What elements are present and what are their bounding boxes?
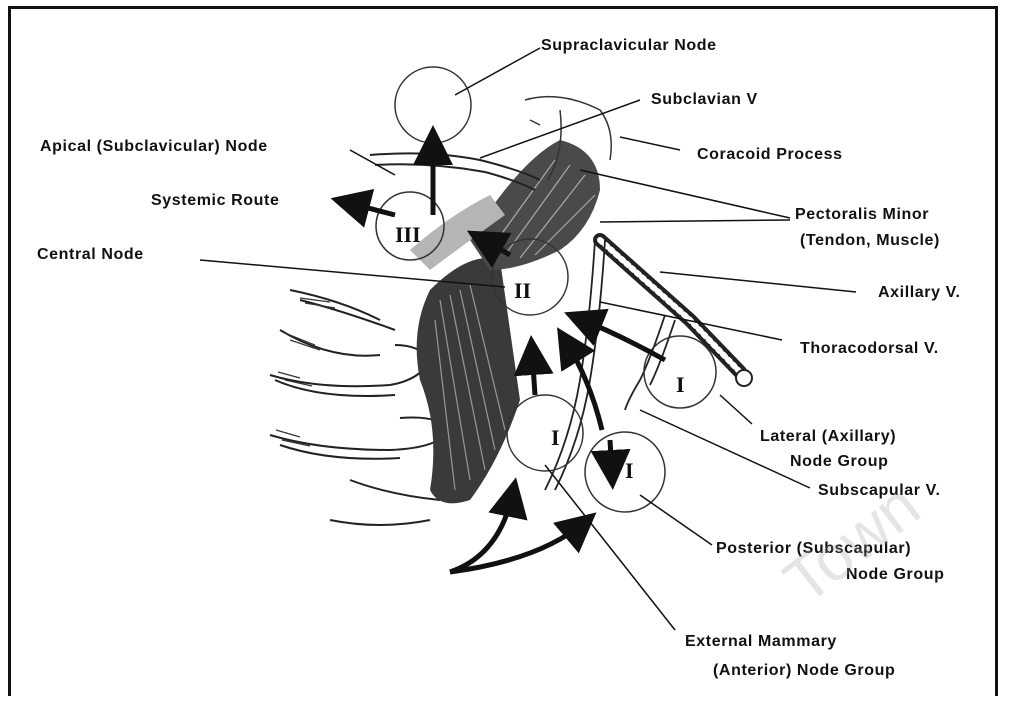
level-2-numeral: II (514, 278, 531, 303)
arrow-systemic-route (345, 202, 395, 215)
chest-wall-shading (276, 298, 335, 446)
label-coracoid-process: Coracoid Process (697, 144, 843, 166)
label-external-mammary-1: External Mammary (685, 631, 837, 653)
arrow-posterior-pointer (610, 440, 612, 475)
label-subclavian-v: Subclavian V (651, 89, 758, 111)
label-systemic-route: Systemic Route (151, 190, 279, 212)
label-axillary-v: Axillary V. (878, 282, 961, 304)
label-thoracodorsal-v: Thoracodorsal V. (800, 338, 939, 360)
label-lateral-node-1: Lateral (Axillary) (760, 426, 896, 448)
label-lateral-node-2: Node Group (790, 451, 888, 473)
axillary-vein (600, 240, 752, 386)
arrow-lateral-to-central (578, 318, 665, 360)
label-pectoralis-minor-1: Pectoralis Minor (795, 204, 985, 226)
supraclavicular-node (395, 67, 471, 143)
label-apical-node: Apical (Subclavicular) Node (40, 136, 268, 158)
level-1-posterior-numeral: I (625, 458, 634, 483)
anterior-node-level-1 (507, 395, 583, 471)
muscle-mass (417, 258, 520, 503)
label-central-node: Central Node (37, 244, 144, 266)
level-1-lateral-numeral: I (676, 372, 685, 397)
level-3-numeral: III (395, 222, 421, 247)
arrow-anterior-to-central (532, 350, 535, 395)
label-supraclavicular-node: Supraclavicular Node (541, 35, 717, 57)
label-external-mammary-2: (Anterior) Node Group (713, 660, 895, 682)
label-pectoralis-minor-2: (Tendon, Muscle) (800, 230, 940, 252)
level-1-anterior-numeral: I (551, 425, 560, 450)
